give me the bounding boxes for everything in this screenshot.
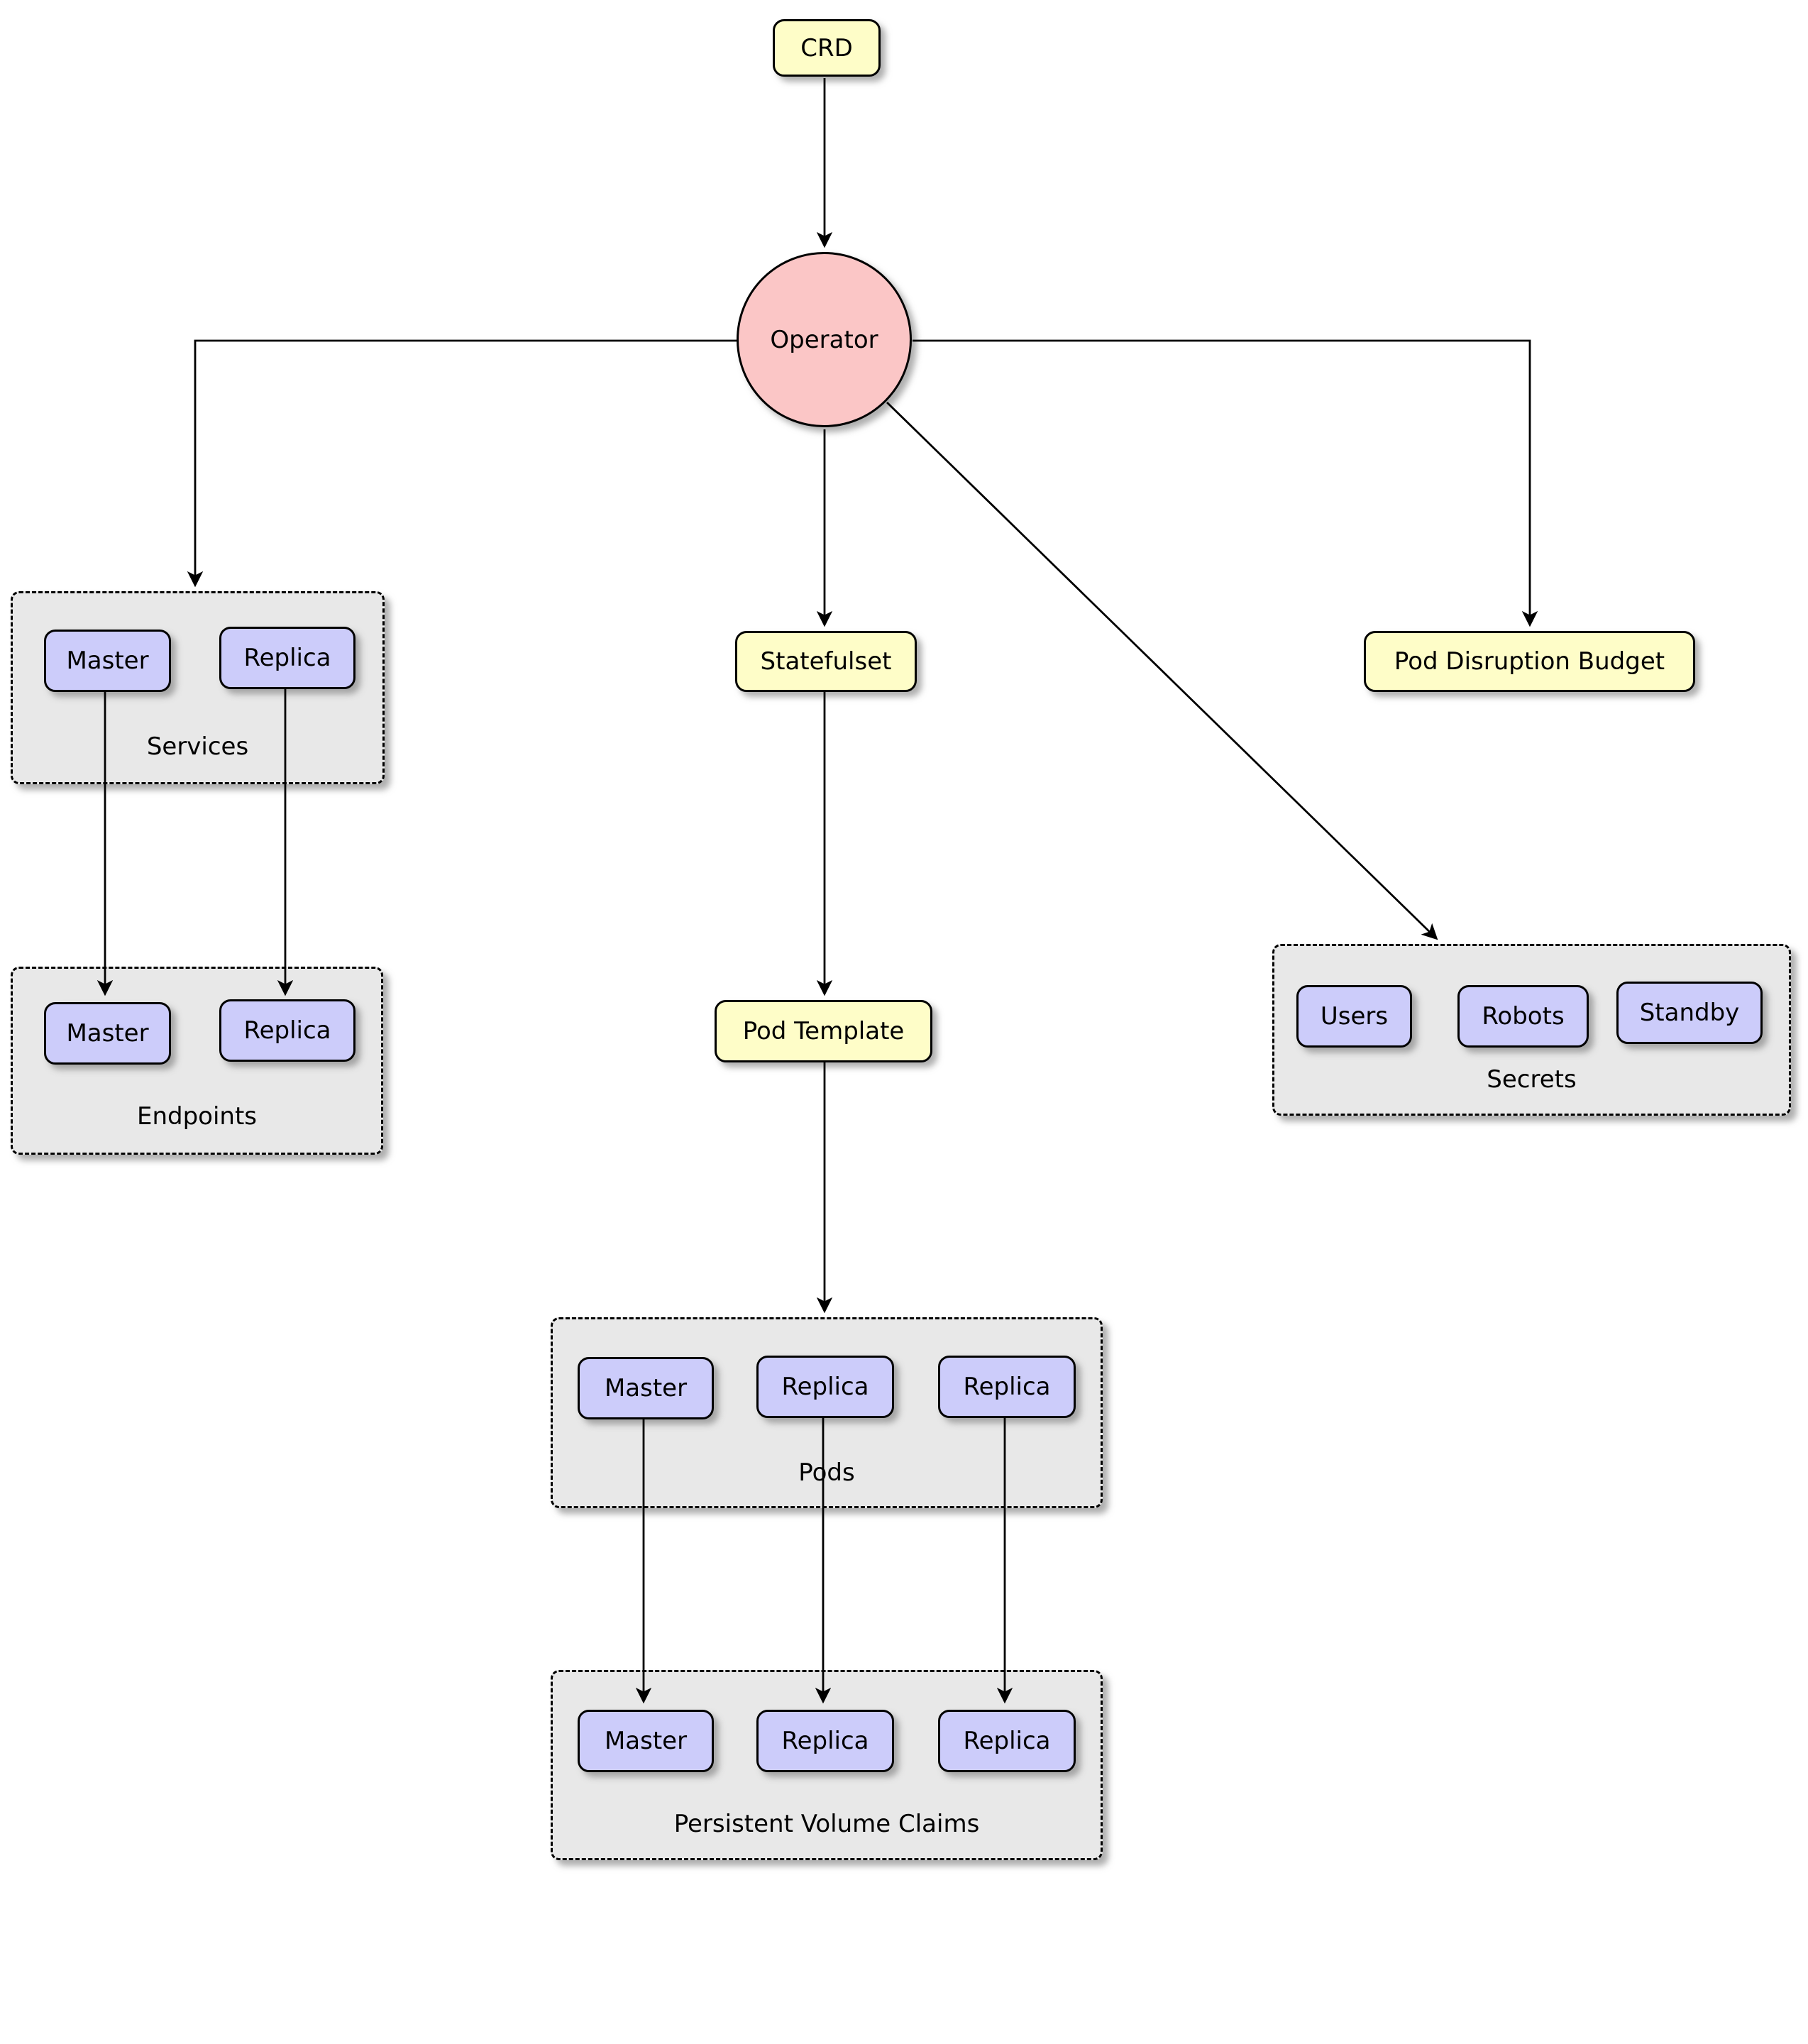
node-statefulset: Statefulset bbox=[735, 631, 917, 692]
node-pods-master: Master bbox=[578, 1357, 714, 1419]
node-pods-replica-1: Replica bbox=[756, 1356, 894, 1418]
node-pvc-replica-1: Replica bbox=[756, 1710, 894, 1772]
group-pods: Master Replica Replica Pods bbox=[551, 1317, 1103, 1508]
node-crd: CRD bbox=[773, 19, 881, 77]
group-persistent-volume-claims: Master Replica Replica Persistent Volume… bbox=[551, 1670, 1103, 1860]
group-secrets: Users Robots Standby Secrets bbox=[1272, 944, 1791, 1116]
node-endpoints-replica: Replica bbox=[219, 999, 355, 1062]
edge-operator-services bbox=[187, 339, 737, 588]
group-secrets-label: Secrets bbox=[1487, 1065, 1577, 1094]
group-services-label: Services bbox=[146, 732, 249, 761]
group-services: Master Replica Services bbox=[11, 591, 385, 784]
node-endpoints-master: Master bbox=[44, 1002, 171, 1065]
node-pod-template: Pod Template bbox=[715, 1000, 932, 1062]
group-persistent-volume-claims-label: Persistent Volume Claims bbox=[673, 1810, 980, 1838]
edge-operator-secrets bbox=[886, 401, 1438, 940]
node-secrets-robots: Robots bbox=[1457, 985, 1589, 1048]
node-pods-replica-2: Replica bbox=[938, 1356, 1076, 1418]
node-pod-disruption-budget: Pod Disruption Budget bbox=[1364, 631, 1695, 692]
node-pvc-replica-2: Replica bbox=[938, 1710, 1076, 1772]
node-services-master: Master bbox=[44, 630, 171, 692]
node-secrets-users: Users bbox=[1296, 985, 1412, 1048]
group-endpoints-label: Endpoints bbox=[136, 1102, 258, 1131]
node-services-replica: Replica bbox=[219, 627, 355, 689]
group-pods-label: Pods bbox=[798, 1458, 855, 1487]
node-pvc-master: Master bbox=[578, 1710, 714, 1772]
edge-operator-pdb bbox=[913, 339, 1538, 627]
node-operator: Operator bbox=[737, 252, 912, 427]
group-endpoints: Master Replica Endpoints bbox=[11, 967, 383, 1155]
node-secrets-standby: Standby bbox=[1616, 982, 1763, 1044]
